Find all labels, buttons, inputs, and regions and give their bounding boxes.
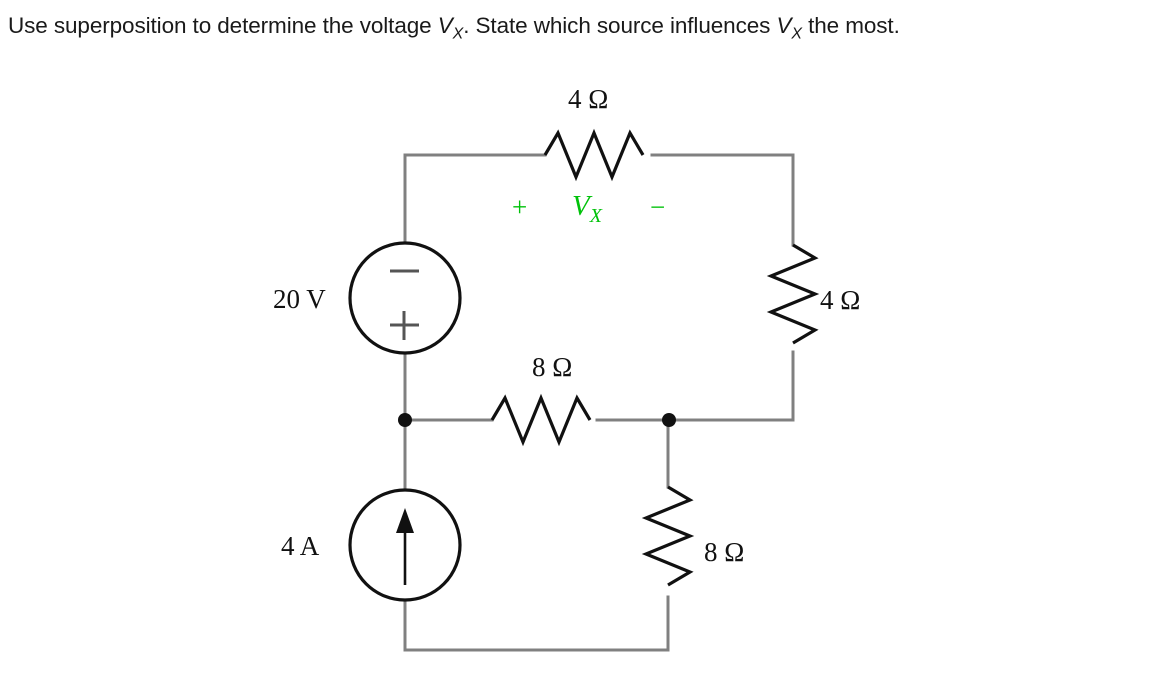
current-source-arrow-head-icon xyxy=(396,508,414,533)
vx-subscript-text: X xyxy=(589,204,602,227)
resistor-top-label: 4 Ω xyxy=(568,84,609,114)
prompt-part-2: . State which source influences xyxy=(463,13,777,38)
resistor-top-symbol xyxy=(543,128,645,182)
vx-minus-annotation: − xyxy=(650,192,666,222)
vx-symbol-annotation: VX xyxy=(572,190,602,228)
prompt-variable-1: V xyxy=(437,13,453,38)
vx-plus-annotation: + xyxy=(512,192,528,222)
voltage-source-label: 20 V xyxy=(273,284,326,314)
resistor-middle-label: 8 Ω xyxy=(532,352,573,382)
prompt-variable-2: V xyxy=(776,13,792,38)
resistor-bottom-symbol xyxy=(641,485,695,587)
problem-statement: Use superposition to determine the volta… xyxy=(8,12,1153,49)
resistor-right-label: 4 Ω xyxy=(820,285,861,315)
vx-symbol-text: V xyxy=(572,190,590,222)
resistor-group xyxy=(490,128,820,587)
resistor-right-symbol xyxy=(766,243,820,345)
resistor-middle-symbol xyxy=(490,393,592,447)
wire-group xyxy=(403,153,795,652)
prompt-part-3: the most. xyxy=(801,13,900,38)
resistor-bottom-label: 8 Ω xyxy=(704,537,745,567)
voltage-source-symbol xyxy=(348,241,462,355)
prompt-subscript-1: X xyxy=(452,25,464,43)
junction-dot-middle xyxy=(662,413,676,427)
junction-dot-left xyxy=(398,413,412,427)
prompt-subscript-2: X xyxy=(791,25,802,43)
current-source-label: 4 A xyxy=(281,531,320,561)
voltage-source-circle xyxy=(348,241,462,355)
prompt-part-1: Use superposition to determine the volta… xyxy=(8,13,438,38)
current-source-symbol xyxy=(348,488,462,602)
